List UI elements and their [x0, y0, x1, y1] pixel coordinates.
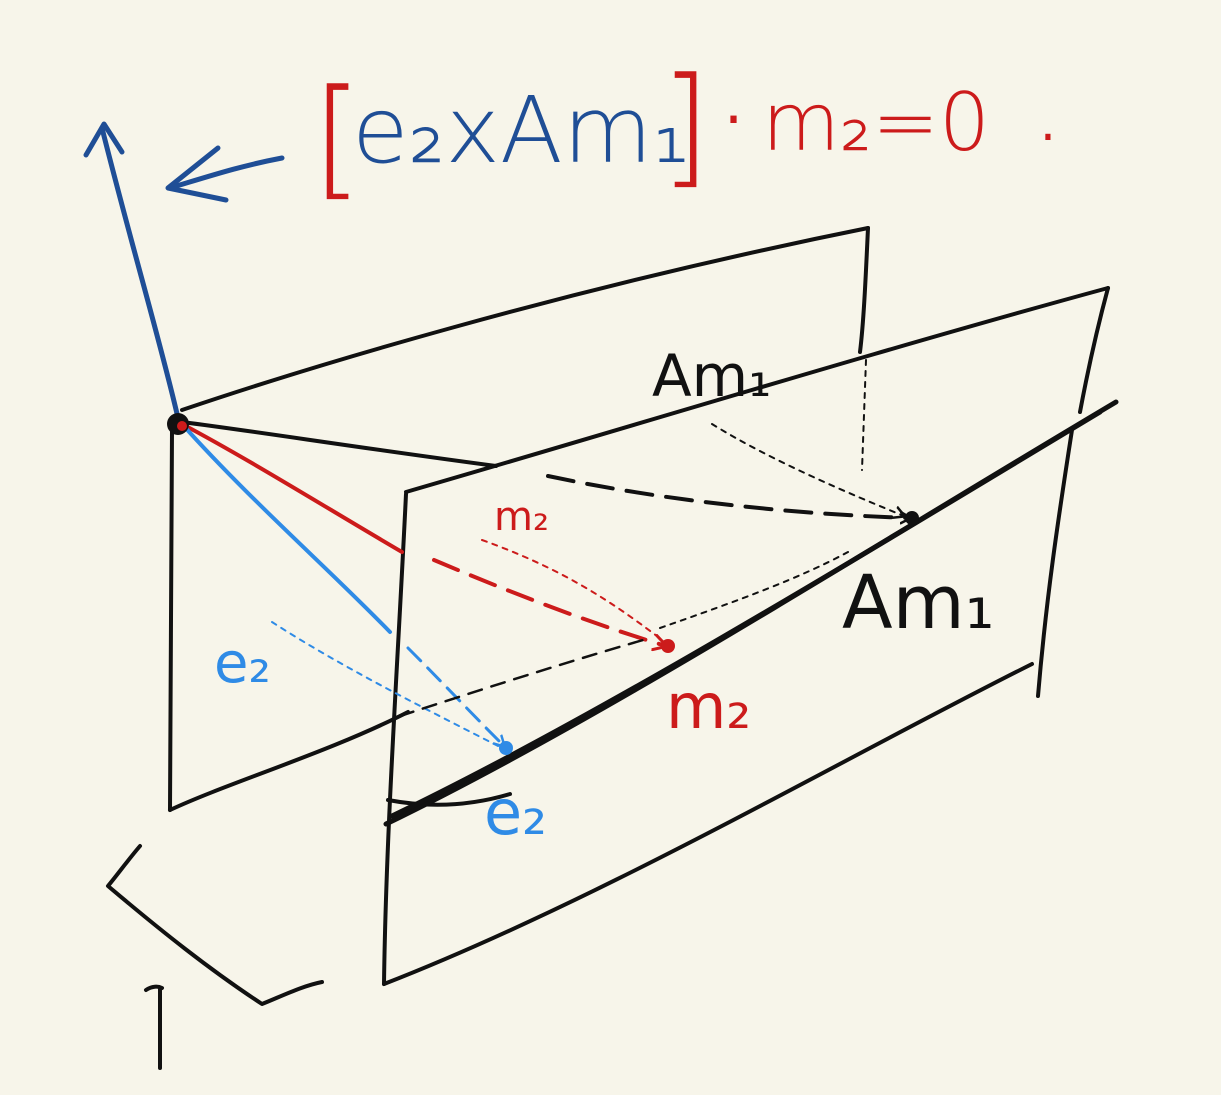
equation-cross-product: e₂xAm₁	[352, 77, 689, 184]
label-m2-point: m₂	[666, 670, 751, 743]
camera-center-red-tint	[177, 421, 187, 431]
projection-back-dashed	[398, 636, 652, 718]
equation-close-bracket: ]	[660, 49, 711, 201]
projection-m2-dotted	[481, 539, 663, 641]
m2-point	[661, 639, 675, 653]
scale-bracket	[106, 844, 324, 1006]
equation-open-bracket: [	[312, 61, 363, 213]
blue-ray	[180, 422, 392, 634]
projection-e2-dotted	[271, 621, 499, 747]
equation-rhs: m₂=0	[762, 76, 990, 169]
label-am1-point: Am₁	[842, 560, 994, 646]
projection-m2-dashed	[432, 558, 666, 646]
am1-point	[905, 511, 919, 525]
e2-point	[499, 741, 513, 755]
equation-dot: ·	[724, 85, 743, 155]
pointer-arrow	[165, 145, 285, 203]
projection-e2-dashed	[406, 646, 504, 746]
projection-am1-dotted	[659, 359, 904, 629]
label-e2-left: e₂	[214, 631, 271, 696]
back-plane	[168, 226, 870, 812]
scale-one	[144, 984, 164, 1070]
front-plane	[382, 286, 1110, 986]
projection-am1-dashed	[546, 474, 910, 518]
equation-period: .	[1040, 94, 1056, 152]
label-am1-upper: Am₁	[652, 342, 771, 410]
label-e2-point: e₂	[484, 776, 547, 849]
epipolar-line	[383, 399, 1119, 827]
red-ray	[180, 422, 404, 554]
label-m2-small: m₂	[494, 494, 549, 540]
normal-vector	[83, 121, 181, 421]
equation: [ e₂xAm₁ ] · m₂=0 .	[312, 49, 1056, 213]
